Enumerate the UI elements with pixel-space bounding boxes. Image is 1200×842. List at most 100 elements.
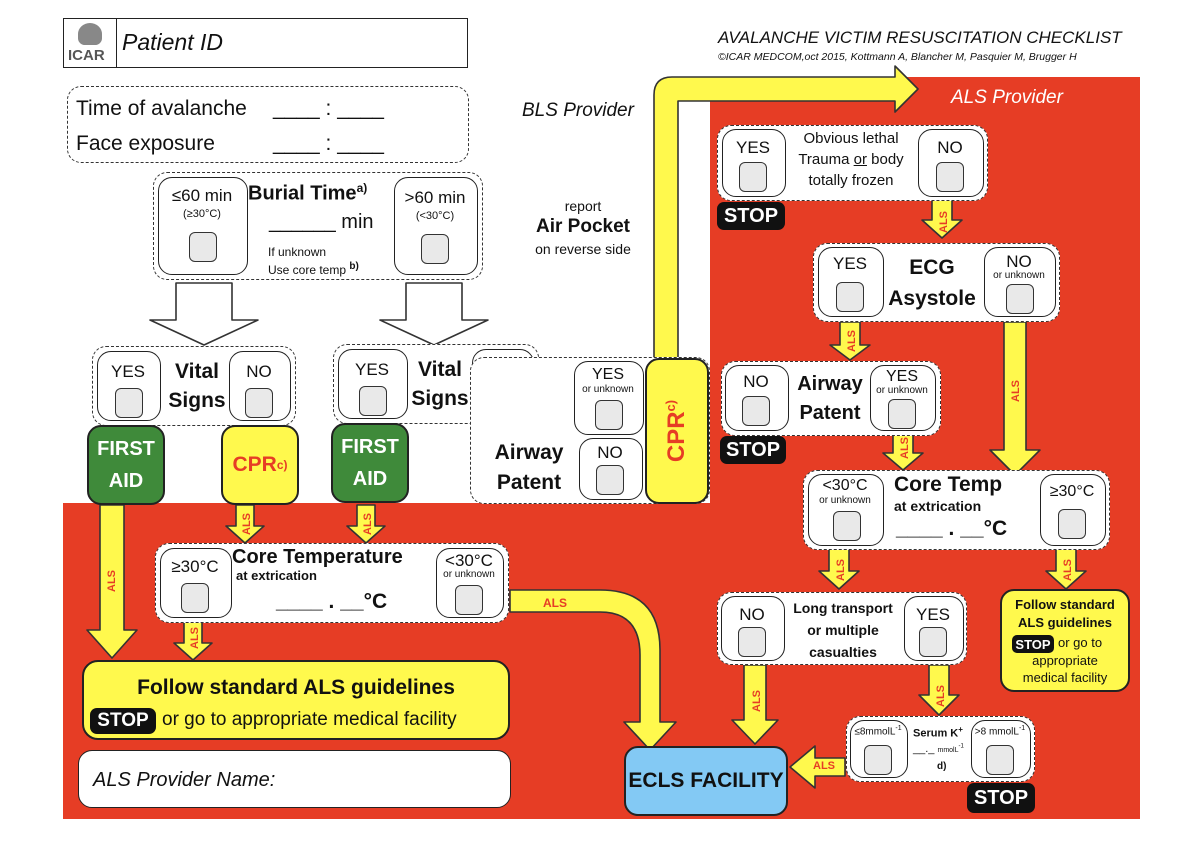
burial-minutes-field[interactable]: ______ min	[269, 211, 374, 233]
bls-provider-label: BLS Provider	[522, 100, 634, 121]
vital-left-yes-checkbox[interactable]	[115, 388, 143, 418]
ecls-facility-box: ECLS FACILITY	[624, 746, 788, 816]
follow-als-title: Follow standard ALS guidelines	[137, 676, 455, 699]
no-label: NO	[937, 138, 963, 157]
trauma-yes-checkbox[interactable]	[739, 162, 767, 192]
core-left-ge30[interactable]: ≥30°C	[160, 548, 232, 618]
no-label: NO	[1006, 252, 1032, 271]
patient-id-box[interactable]: ICAR Patient ID	[63, 18, 468, 68]
ecg-no-checkbox[interactable]	[1006, 284, 1034, 314]
core-right-lt30-checkbox[interactable]	[833, 511, 861, 541]
trauma-yes[interactable]: YES	[722, 129, 786, 197]
ecg-no[interactable]: NO or unknown	[984, 247, 1056, 317]
airway-als-no[interactable]: NO	[725, 365, 789, 431]
transport-to-ecls-arrow	[731, 664, 779, 745]
core-to-follow-arrow	[173, 621, 213, 661]
core-right-ge30[interactable]: ≥30°C	[1040, 474, 1106, 546]
vital-left-yes[interactable]: YES	[97, 351, 161, 421]
core-to-follow-small-arrow	[1045, 548, 1087, 590]
serum-field[interactable]: __._ mmolL-1	[913, 743, 964, 755]
vital-left-no-checkbox[interactable]	[245, 388, 273, 418]
burial-left-arrow	[149, 282, 259, 346]
face-exposure-field[interactable]: ____ : ____	[273, 132, 384, 155]
burial-le60-option[interactable]: ≤60 min (≥30°C)	[158, 177, 248, 275]
ecg-yes[interactable]: YES	[818, 247, 884, 317]
yes-sub: or unknown	[876, 385, 928, 396]
ge30-label: ≥30°C	[1049, 483, 1095, 500]
yes-sub: or unknown	[582, 384, 634, 395]
yes-label: YES	[885, 368, 918, 385]
burial-le60-checkbox[interactable]	[189, 232, 217, 262]
airway-als-yes[interactable]: YES or unknown	[870, 365, 936, 431]
airway-bls-yes[interactable]: YES or unknown	[574, 361, 644, 435]
core-right-lt30[interactable]: <30°C or unknown	[808, 474, 884, 546]
trauma-no-checkbox[interactable]	[936, 162, 964, 192]
serum-gt8-checkbox[interactable]	[986, 745, 1014, 775]
core-to-ecls-arrow	[509, 589, 677, 751]
yes-label: YES	[832, 254, 868, 273]
no-label: NO	[246, 362, 272, 381]
cpr-vertical: CPRc)	[645, 358, 709, 504]
core-left-lt30-checkbox[interactable]	[455, 585, 483, 615]
serum-le8[interactable]: ≤8mmolL-1	[850, 720, 908, 778]
follow-small-l2: ALS guidelines	[1018, 615, 1112, 630]
ecls-facility-label: ECLS FACILITY	[628, 769, 784, 792]
yes-label: YES	[735, 138, 771, 157]
face-exposure-label: Face exposure	[76, 132, 215, 155]
burial-right-arrow	[379, 282, 489, 346]
transport-no-checkbox[interactable]	[738, 627, 766, 657]
logo-text: ICAR	[68, 47, 105, 64]
als-tag: ALS	[543, 596, 567, 610]
airway-bls-yes-checkbox[interactable]	[595, 400, 623, 430]
als-tag: ALS	[835, 559, 847, 581]
als-provider-label: ALS Provider	[951, 87, 1063, 108]
serum-gt8[interactable]: >8 mmolL-1	[971, 720, 1031, 778]
time-avalanche-field[interactable]: ____ : ____	[273, 97, 384, 120]
airway-bls-no[interactable]: NO	[579, 438, 643, 500]
core-left-lt30[interactable]: <30°C or unknown	[436, 548, 504, 618]
als-tag: ALS	[362, 513, 374, 535]
trauma-no[interactable]: NO	[918, 129, 984, 197]
ecg-yes-checkbox[interactable]	[836, 282, 864, 312]
yes-label: YES	[354, 360, 390, 379]
als-tag: ALS	[189, 627, 201, 649]
als-tag: ALS	[938, 211, 950, 233]
vital-right-yes[interactable]: YES	[338, 349, 408, 419]
als-tag: ALS	[1062, 559, 1074, 581]
follow-als-small-box: Follow standard ALS guidelines STOP or g…	[1000, 589, 1130, 692]
air-pocket-l2: Air Pocket	[536, 216, 630, 237]
stop-badge: STOP	[720, 436, 786, 464]
cpr-to-als-arrow	[653, 65, 919, 363]
cpr-down-arrow	[225, 504, 265, 544]
airway-als-yes-checkbox[interactable]	[888, 399, 916, 429]
serum-le8-checkbox[interactable]	[864, 745, 892, 775]
airway-bls-no-checkbox[interactable]	[596, 465, 624, 495]
core-right-title: Core Temp	[894, 473, 1003, 496]
core-left-field[interactable]: ____ . __°C	[276, 590, 388, 613]
airway-als-no-checkbox[interactable]	[742, 396, 770, 426]
core-right-field[interactable]: ____ . __°C	[896, 517, 1008, 540]
air-pocket-l3: on reverse side	[535, 241, 631, 257]
als-tag: ALS	[813, 760, 835, 772]
core-left-ge30-checkbox[interactable]	[181, 583, 209, 613]
core-right-ge30-checkbox[interactable]	[1058, 509, 1086, 539]
follow-small-l4: appropriate	[1032, 653, 1098, 668]
als-provider-name-field[interactable]: ALS Provider Name:	[78, 750, 511, 808]
transport-yes[interactable]: YES	[904, 596, 964, 661]
als-provider-name-label: ALS Provider Name:	[93, 769, 276, 791]
burial-gt60-option[interactable]: >60 min (<30°C)	[394, 177, 478, 275]
als-tag: ALS	[241, 513, 253, 535]
vital-left-no[interactable]: NO	[229, 351, 291, 421]
transport-yes-checkbox[interactable]	[919, 627, 947, 657]
ecg-to-airway-arrow	[829, 321, 871, 361]
transport-no[interactable]: NO	[721, 596, 785, 661]
als-tag: ALS	[751, 690, 763, 712]
vital-right-yes-checkbox[interactable]	[359, 386, 387, 416]
burial-gt60-checkbox[interactable]	[421, 234, 449, 264]
core-left-sub: at extrication	[236, 568, 317, 583]
